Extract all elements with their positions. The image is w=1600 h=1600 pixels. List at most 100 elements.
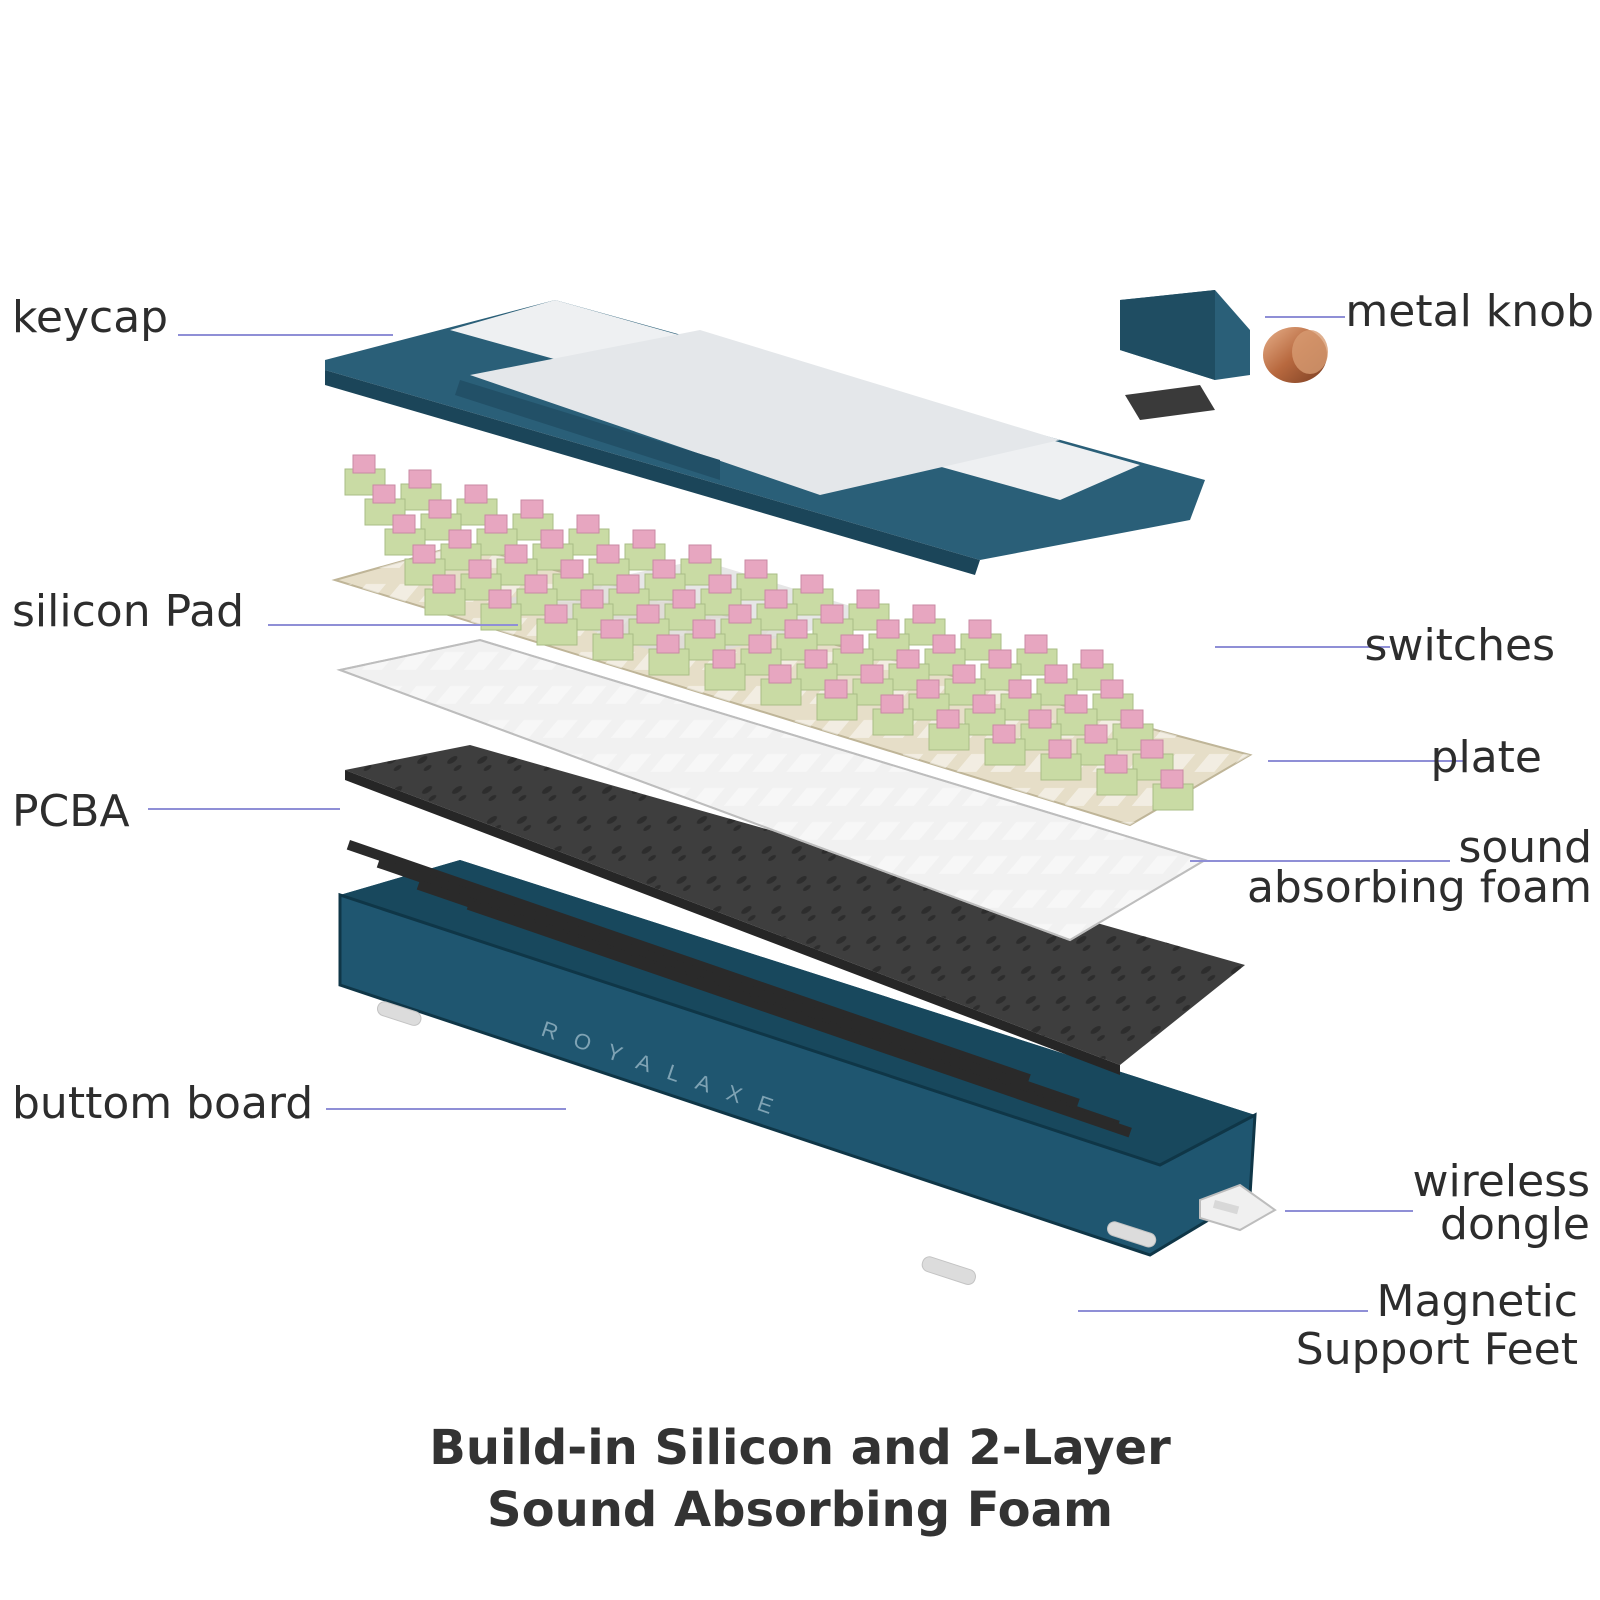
switch-stem <box>488 589 512 609</box>
switch-stem <box>1120 709 1144 729</box>
switch-stem <box>1048 739 1072 759</box>
label-sound-foam-line1: sound <box>1458 822 1592 873</box>
switch-array <box>344 454 1194 811</box>
pcb-sockets <box>346 840 1132 1138</box>
switch-stem <box>428 499 452 519</box>
switch-stem <box>856 589 880 609</box>
switch-stem <box>468 559 492 579</box>
label-bottom-board: buttom board <box>12 1078 314 1129</box>
switch-stem <box>672 589 696 609</box>
switch-stem <box>520 499 544 519</box>
switch-stem <box>728 604 752 624</box>
switch-stem <box>652 559 676 579</box>
switch-stem <box>408 469 432 489</box>
switch-stem <box>692 619 716 639</box>
switch-stem <box>448 529 472 549</box>
switch-stem <box>392 514 416 534</box>
leader-silicon-pad <box>268 624 518 626</box>
switch-stem <box>804 649 828 669</box>
switch-stem <box>544 604 568 624</box>
label-feet-line2: Support Feet <box>1295 1324 1578 1375</box>
switch-stem <box>712 649 736 669</box>
switch-stem <box>1024 634 1048 654</box>
switch-stem <box>988 649 1012 669</box>
switch-stem <box>1160 769 1184 789</box>
leader-plate <box>1268 760 1463 762</box>
switch-stem <box>876 619 900 639</box>
switch-stem <box>560 559 584 579</box>
switch-stem <box>748 634 772 654</box>
switch-stem <box>916 679 940 699</box>
label-feet-line1: Magnetic <box>1376 1276 1578 1327</box>
leader-magnetic-feet <box>1078 1310 1368 1312</box>
switch-stem <box>372 484 396 504</box>
keycap-set <box>325 300 1205 575</box>
switch-stem <box>708 574 732 594</box>
switch-stem <box>824 679 848 699</box>
switch-stem <box>636 604 660 624</box>
switch-stem <box>952 664 976 684</box>
switch-stem <box>1104 754 1128 774</box>
leader-switches <box>1215 646 1390 648</box>
switch-stem <box>504 544 528 564</box>
switch-stem <box>896 649 920 669</box>
switch-stem <box>352 454 376 474</box>
leader-keycap <box>178 334 393 336</box>
switch-stem <box>600 619 624 639</box>
pcba-board <box>345 745 1245 1075</box>
switch-stem <box>912 604 936 624</box>
wireless-dongle-illustration <box>1199 1183 1277 1232</box>
leader-wireless-dongle <box>1285 1210 1413 1212</box>
switch-stem <box>968 619 992 639</box>
label-pcba: PCBA <box>12 786 130 837</box>
label-dongle-line1: wireless <box>1412 1156 1590 1207</box>
switch-stem <box>764 589 788 609</box>
magnetic-feet <box>376 1001 1157 1285</box>
leader-pcba <box>148 808 340 810</box>
switch-stem <box>688 544 712 564</box>
switch-stem <box>936 709 960 729</box>
switch-stem <box>1044 664 1068 684</box>
switch-stem <box>596 544 620 564</box>
leader-bottom-board <box>326 1108 566 1110</box>
switch-stem <box>1028 709 1052 729</box>
switch-stem <box>632 529 656 549</box>
switch-stem <box>840 634 864 654</box>
switch-stem <box>992 724 1016 744</box>
switch-stem <box>1140 739 1164 759</box>
label-dongle-line2: dongle <box>1440 1199 1590 1250</box>
switch-stem <box>540 529 564 549</box>
label-sound-foam-line2: absorbing foam <box>1246 862 1592 913</box>
switch-stem <box>1084 724 1108 744</box>
switch-stem <box>800 574 824 594</box>
switch-stem <box>656 634 680 654</box>
switch-stem <box>784 619 808 639</box>
switch-stem <box>972 694 996 714</box>
label-silicon-pad: silicon Pad <box>12 586 245 637</box>
switch-stem <box>432 574 456 594</box>
metal-knob-assembly <box>1120 290 1328 420</box>
switch-stem <box>464 484 488 504</box>
switch-stem <box>880 694 904 714</box>
switch-stem <box>932 634 956 654</box>
switch-stem <box>412 544 436 564</box>
label-plate: plate <box>1430 732 1542 783</box>
switch-stem <box>768 664 792 684</box>
switch-stem <box>484 514 508 534</box>
switch-stem <box>616 574 640 594</box>
label-keycap: keycap <box>12 292 169 343</box>
caption-line1: Build-in Silicon and 2-Layer <box>429 1420 1171 1476</box>
switch-stem <box>1100 679 1124 699</box>
switch-stem <box>860 664 884 684</box>
switch-stem <box>1064 694 1088 714</box>
switch-stem <box>820 604 844 624</box>
label-metal-knob: metal knob <box>1345 286 1594 337</box>
caption-line2: Sound Absorbing Foam <box>487 1482 1113 1538</box>
leader-sound-foam <box>1190 860 1450 862</box>
switch-stem <box>1080 649 1104 669</box>
label-switches: switches <box>1364 620 1555 671</box>
switch-stem <box>524 574 548 594</box>
switch-stem <box>580 589 604 609</box>
switch-stem <box>744 559 768 579</box>
